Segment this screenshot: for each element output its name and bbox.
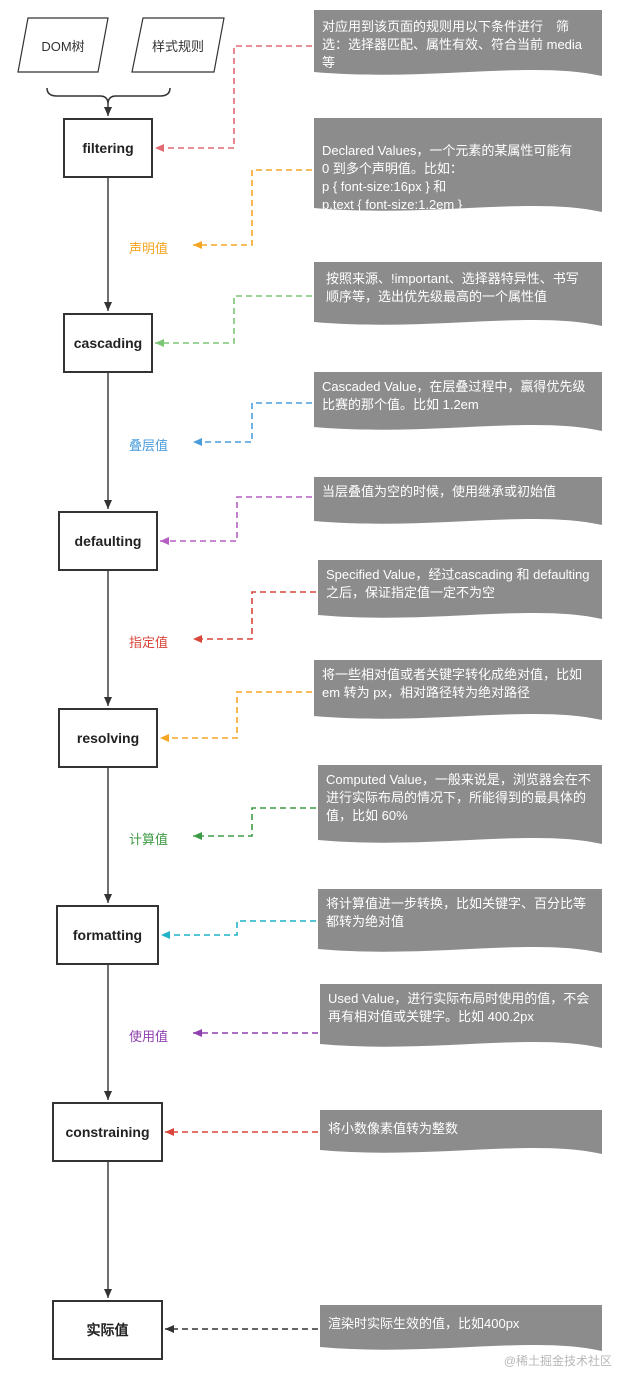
dashed-connector	[160, 691, 312, 742]
note-cascaded: Cascaded Value，在层叠过程中，赢得优先级比赛的那个值。比如 1.2…	[314, 372, 599, 427]
step-label: constraining	[65, 1124, 150, 1140]
note-text: 将小数像素值转为整数	[328, 1121, 459, 1136]
note-shape	[318, 765, 602, 844]
value-label-computed: 计算值	[129, 832, 169, 847]
value-label-specified: 指定值	[129, 635, 169, 650]
value-label-declared: 声明值	[129, 241, 169, 256]
step-defaulting: defaulting	[58, 511, 158, 571]
dom-tree-shape	[17, 17, 109, 73]
note-computed: Computed Value，一般来说是，浏览器会在不进行实际布局的情况下，所能…	[318, 765, 599, 840]
step-label: defaulting	[74, 533, 142, 549]
step-label: cascading	[73, 335, 143, 351]
step-label: 实际值	[86, 1322, 129, 1338]
dom-tree-input: DOM树	[18, 16, 108, 74]
note-text: 当层叠值为空的时候，使用继承或初始值	[322, 484, 557, 499]
note-text: Specified Value，经过cascading 和 defaulting…	[326, 567, 590, 600]
style-rules-input: 样式规则	[132, 16, 224, 74]
note-shape	[314, 660, 602, 720]
note-shape	[318, 560, 602, 619]
style-rules-shape	[131, 17, 225, 73]
note-text: 对应用到该页面的规则用以下条件进行 筛选：选择器匹配、属性有效、符合当前 med…	[322, 19, 583, 70]
dashed-connector	[161, 920, 316, 939]
step-label: filtering	[82, 140, 134, 156]
note-shape	[320, 1305, 602, 1351]
step-formatting: formatting	[56, 905, 159, 965]
value-label-cascaded: 叠层值	[129, 438, 169, 453]
note-shape	[314, 118, 602, 212]
note-text: Declared Values，一个元素的某属性可能有 0 到多个声明值。比如：…	[322, 143, 573, 212]
note-used: Used Value，进行实际布局时使用的值，不会再有相对值或关键字。比如 40…	[320, 984, 599, 1044]
note-shape	[320, 1110, 602, 1154]
step-constraining: constraining	[52, 1102, 163, 1162]
note-shape	[314, 372, 602, 431]
dashed-connector	[155, 295, 312, 347]
step-label: resolving	[76, 730, 140, 746]
style-rules-label: 样式规则	[151, 38, 204, 54]
note-constraining: 将小数像素值转为整数	[320, 1110, 599, 1150]
note-defaulting: 当层叠值为空的时候，使用继承或初始值	[314, 477, 599, 521]
note-text: 将计算值进一步转换，比如关键字、百分比等都转为绝对值	[326, 896, 587, 929]
step-resolving: resolving	[58, 708, 158, 768]
note-specified: Specified Value，经过cascading 和 defaulting…	[318, 560, 599, 615]
step-label: formatting	[72, 927, 143, 943]
dashed-connector	[193, 402, 312, 446]
note-resolving: 将一些相对值或者关键字转化成绝对值，比如 em 转为 px，相对路径转为绝对路径	[314, 660, 599, 716]
step-cascading: cascading	[63, 313, 153, 373]
note-text: 渲染时实际生效的值，比如400px	[328, 1316, 520, 1331]
value-label-used: 使用值	[129, 1029, 169, 1044]
step-filtering: filtering	[63, 118, 153, 178]
merge-brace	[46, 87, 171, 105]
note-formatting: 将计算值进一步转换，比如关键字、百分比等都转为绝对值	[318, 889, 599, 949]
dashed-connector	[193, 807, 316, 840]
note-filtering: 对应用到该页面的规则用以下条件进行 筛选：选择器匹配、属性有效、符合当前 med…	[314, 10, 599, 72]
dom-tree-label: DOM树	[41, 38, 85, 54]
dashed-connector	[193, 591, 316, 643]
note-text: Used Value，进行实际布局时使用的值，不会再有相对值或关键字。比如 40…	[328, 991, 590, 1024]
note-shape	[314, 10, 602, 76]
note-shape	[314, 477, 602, 525]
watermark: @稀土掘金技术社区	[503, 1354, 612, 1368]
note-shape	[318, 889, 602, 953]
step-actual-value: 实际值	[52, 1300, 163, 1360]
note-shape	[314, 262, 602, 326]
note-text: 按照来源、!important、选择器特异性、书写顺序等，选出优先级最高的一个属…	[326, 271, 579, 304]
note-text: 将一些相对值或者关键字转化成绝对值，比如 em 转为 px，相对路径转为绝对路径	[322, 667, 583, 700]
note-actual: 渲染时实际生效的值，比如400px	[320, 1305, 599, 1347]
dashed-connector	[193, 169, 312, 249]
note-cascading: 按照来源、!important、选择器特异性、书写顺序等，选出优先级最高的一个属…	[314, 262, 599, 322]
note-text: Cascaded Value，在层叠过程中，赢得优先级比赛的那个值。比如 1.2…	[322, 379, 586, 412]
note-text: Computed Value，一般来说是，浏览器会在不进行实际布局的情况下，所能…	[326, 772, 591, 823]
dashed-connector	[160, 496, 312, 545]
note-shape	[320, 984, 602, 1048]
note-declared: Declared Values，一个元素的某属性可能有 0 到多个声明值。比如：…	[314, 118, 599, 212]
